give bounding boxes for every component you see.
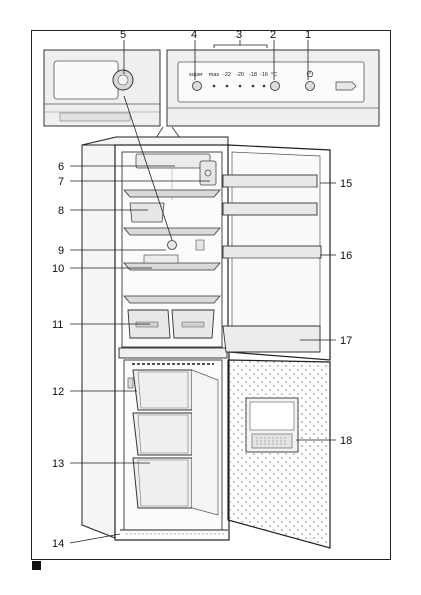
callout-11: 11 xyxy=(52,319,63,331)
callout-6: 6 xyxy=(58,161,64,173)
callout-2: 2 xyxy=(270,29,276,41)
callout-7: 7 xyxy=(58,176,64,188)
inset-control-panel: super max-22-20-18-16°C xyxy=(166,44,380,127)
temperature-button xyxy=(270,81,280,91)
callout-1: 1 xyxy=(305,29,311,41)
callout-numbers: 1 2 3 4 5 6 7 8 9 10 11 12 13 14 15 16 1… xyxy=(52,29,352,550)
callout-8: 8 xyxy=(58,205,64,217)
temperature-leds xyxy=(212,84,266,88)
scale-label-1: -22 xyxy=(223,72,231,78)
temperature-scale: max-22-20-18-16°C xyxy=(209,72,277,78)
led-indicator-2 xyxy=(238,84,242,88)
callout-16: 16 xyxy=(340,250,352,262)
page-frame xyxy=(31,30,391,560)
scale-label-4: -16 xyxy=(260,72,268,78)
power-button xyxy=(305,81,315,91)
inset-left xyxy=(43,49,161,127)
led-indicator-1 xyxy=(225,84,229,88)
led-indicator-3 xyxy=(251,84,255,88)
callout-17: 17 xyxy=(340,335,352,347)
callout-18: 18 xyxy=(340,435,352,447)
callout-3: 3 xyxy=(236,29,242,41)
super-label: super xyxy=(189,72,203,78)
callout-13: 13 xyxy=(52,458,64,470)
black-square-mark xyxy=(32,561,41,570)
scale-label-3: -18 xyxy=(249,72,257,78)
callout-12: 12 xyxy=(52,386,64,398)
led-indicator-4 xyxy=(262,84,266,88)
callout-4: 4 xyxy=(191,29,197,41)
super-button xyxy=(192,81,202,91)
callout-5: 5 xyxy=(120,29,126,41)
door-handle-detail xyxy=(335,81,357,91)
callout-14: 14 xyxy=(52,538,64,550)
led-indicator-0 xyxy=(212,84,216,88)
scale-label-2: -20 xyxy=(236,72,244,78)
refrigerator xyxy=(81,136,331,549)
callout-10: 10 xyxy=(52,263,64,275)
leader-lines xyxy=(69,40,336,544)
scale-label-0: max xyxy=(209,72,220,78)
power-icon xyxy=(306,70,314,78)
callout-15: 15 xyxy=(340,178,352,190)
callout-9: 9 xyxy=(58,245,64,257)
